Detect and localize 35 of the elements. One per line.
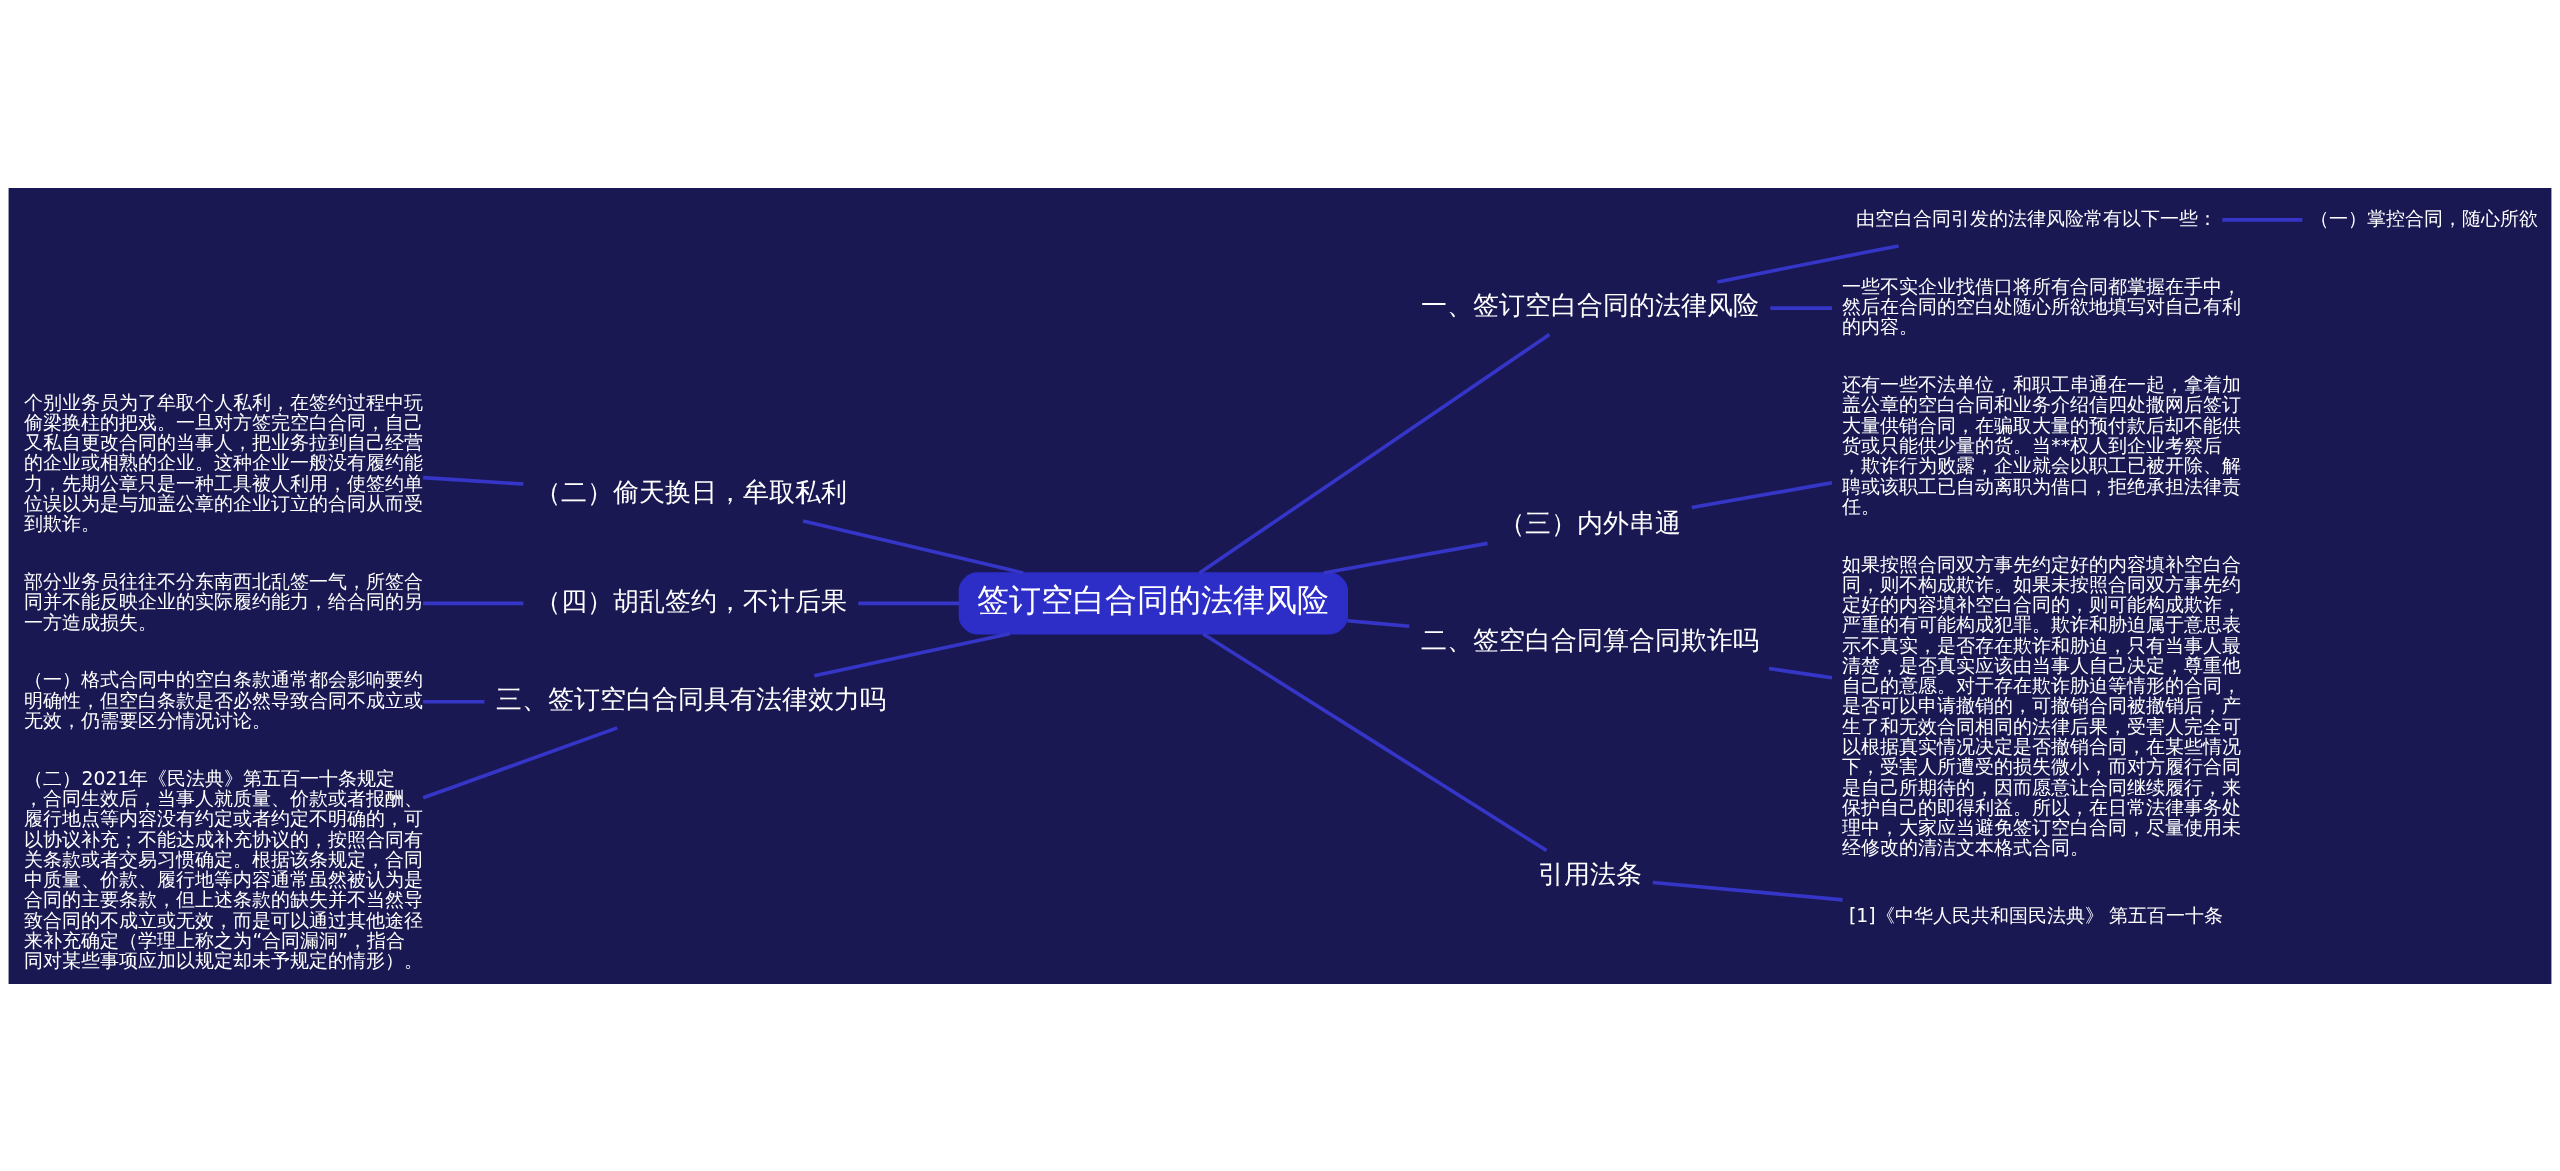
connector (802, 518, 1024, 575)
node-text: [1]《中华人民共和国民法典》 第五百一十条 (1848, 904, 2224, 926)
node-text: （四）胡乱签约，不计后果 (534, 585, 847, 616)
connector (1770, 305, 1833, 310)
connector (1717, 243, 1899, 284)
node-text: 部分业务员往往不分东南西北乱签一气，所签合同并不能反映企业的实际履约能力，给合同的另一方造成损失。 (24, 570, 424, 633)
connector (858, 601, 960, 605)
node-text: 还有一些不法单位，和职工串通在一起，拿着加盖公章的空白合同和业务介绍信四处撒网后签订大量供销合同，在骗取大量的预付款后却不能供货或只能供少量的货。当**权人到企业考察后，欺诈行为败露，企业就会以职工已被开除、解聘或该职工已自动离职为借口，拒绝承担法律责任。 (1842, 373, 2242, 517)
connector (1202, 631, 1548, 852)
node-text: 二、签空白合同算合同欺诈吗 (1420, 624, 1759, 655)
node-text: （二）2021年《民法典》第五百一十条规定，合同生效后，当事人就质量、价款或者报酬、履行地点等内容没有约定或者约定不明确的，可以协议补充；不能达成补充协议的，按照合同有关条款或者交易习惯确定。根据该条规定，合同中质量、价款、履行地等内容通常虽然被认为是合同的主要条款，但上述条款的缺失并不当然导致合同的不成立或无效，而是可以通过其他途径来补充确定（学理上称之为“合同漏洞”，指合同对某些事项应加以规定却未予规定的情形）。 (24, 767, 424, 971)
node-text: （三）内外串通 (1498, 507, 1681, 538)
node-text: 三、签订空白合同具有法律效力吗 (495, 683, 886, 714)
connector (1347, 618, 1410, 628)
node-text: 引用法条 (1537, 858, 1642, 889)
node-text: 一些不实企业找借口将所有合同都掌握在手中，然后在合同的空白处随心所欲地填写对自己有利的内容。 (1842, 275, 2242, 337)
node-text: 个别业务员为了牟取个人私利，在签约过程中玩偷梁换柱的把戏。一旦对方签完空白合同，自己又私自更改合同的当事人，把业务拉到自己经营的企业或相熟的企业。这种企业一般没有履约能力，先期公章只是一种工具被人利用，使签约单位误以为是与加盖公章的企业订立的合同从而受到欺诈。 (24, 391, 424, 534)
node-text: 如果按照合同双方事先约定好的内容填补空白合同，则不构成欺诈。如果未按照合同双方事先约定好的内容填补空白合同的，则可能构成欺诈，严重的有可能构成犯罪。欺诈和胁迫属于意思表示不真实，是否存在欺诈和胁迫，只有当事人最清楚，是否真实应该由当事人自己决定，尊重他自己的意愿。对于存在欺诈胁迫等情形的合同，是否可以申请撤销的，可撤销合同被撤销后，产生了和无效合同相同的法律后果，受害人完全可以根据真实情况决定是否撤销合同，在某些情况下，受害人所遭受的损失微小，而对方履行合同是自己所期待的，因而愿意让合同继续履行，来保护自己的即得利益。所以，在日常法律事务处理中，大家应当避免签订空白合同，尽量使用未经修改的清洁文本格式合同。 (1842, 553, 2242, 858)
node-text: （一）格式合同中的空白条款通常都会影响要约明确性，但空白条款是否必然导致合同不成立或无效，仍需要区分情况讨论。 (24, 668, 424, 731)
connector (422, 725, 618, 800)
connector (1652, 880, 1843, 902)
node-text: 一、签订空白合同的法律风险 (1420, 289, 1759, 320)
connector (423, 601, 524, 605)
connector (2222, 217, 2303, 222)
connector (813, 631, 1011, 677)
connector (1323, 541, 1488, 575)
connector (1691, 480, 1833, 509)
connector (423, 475, 524, 486)
connector (1198, 332, 1551, 574)
node-text: （二）偷天换日，牟取私利 (534, 476, 847, 507)
node-text: 由空白合同引发的法律风险常有以下一些： (1855, 207, 2217, 229)
node-box: 签订空白合同的法律风险 (958, 571, 1349, 634)
node-text: （一）掌控合同，随心所欲 (2310, 207, 2539, 229)
connector (1768, 666, 1833, 680)
connector (423, 699, 485, 704)
